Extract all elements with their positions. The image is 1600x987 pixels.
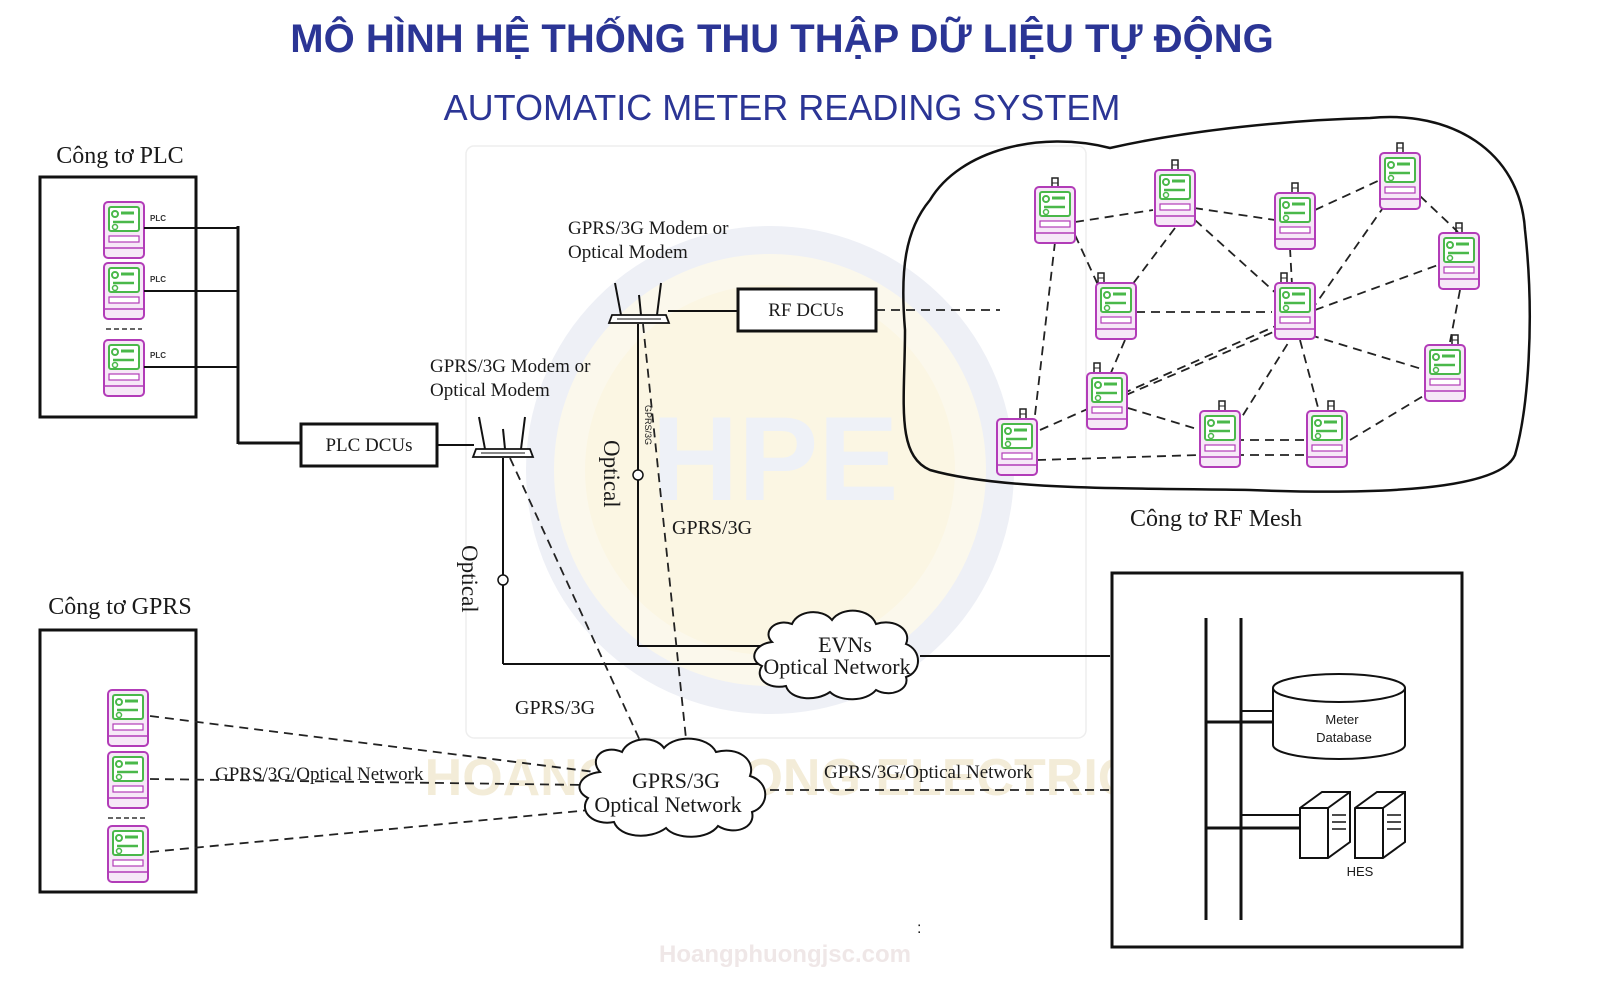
watermark: HPE HOANG PHUONG ELECTRIC Hoangphuongjsc… [425, 145, 1136, 968]
meter-database: Meter Database [1272, 673, 1406, 760]
modem-2-label-line2: Optical Modem [430, 380, 550, 401]
evn-optical-cloud: EVNs Optical Network [753, 609, 919, 701]
rf-meter-icon [1198, 409, 1242, 469]
rf-meter-icon [1033, 185, 1077, 245]
optical-label-2: Optical [599, 440, 624, 508]
footnote-mark: : [917, 920, 921, 937]
antenna-icon [1327, 400, 1335, 412]
rf-meter-icon [1094, 281, 1138, 341]
antenna-icon [1291, 182, 1299, 194]
gprs-link-upper: GPRS/3G GPRS/3G [642, 323, 752, 759]
gprs-meter-icon [106, 824, 150, 884]
net-right-link: GPRS/3G/Optical Network [770, 762, 1110, 791]
gprs-group-label: Công tơ GPRS [48, 594, 191, 620]
rf-dcu-box: RF DCUs [736, 287, 878, 333]
rf-meter-icon [1153, 168, 1197, 228]
gprs-meter-group: Công tơ GPRS [38, 594, 198, 894]
antenna-icon [1093, 362, 1101, 374]
antenna-icon [1451, 334, 1459, 346]
optical-link-2: Optical [599, 324, 762, 647]
antenna-icon [1097, 272, 1105, 284]
plc-group-label: Công tơ PLC [56, 143, 183, 169]
antenna-icon [1280, 272, 1288, 284]
evn-cloud-line1: EVNs [818, 632, 872, 657]
optical-link-1: Optical [457, 458, 762, 665]
plc-meter-icon [102, 261, 146, 321]
rf-meter-icon [1273, 191, 1317, 251]
page-subtitle: AUTOMATIC METER READING SYSTEM [444, 87, 1121, 128]
gprs-cloud-line1: GPRS/3G [632, 768, 720, 793]
gprs-label-1: GPRS/3G [672, 517, 752, 539]
rf-meter-icon [1423, 343, 1467, 403]
net-left-label: GPRS/3G/Optical Network [215, 764, 424, 785]
antenna-icon [1218, 400, 1226, 412]
db-label-line2: Database [1316, 730, 1372, 745]
watermark-company: HOANG PHUONG ELECTRIC [425, 749, 1136, 807]
plc-meter-tag: PLC [150, 214, 166, 223]
plc-meter-icon [102, 338, 146, 398]
plc-meter-tag: PLC [150, 275, 166, 284]
server-center: Meter Database HES [1110, 571, 1464, 949]
rf-meter-icon [995, 417, 1039, 477]
modem-1-label-line2: Optical Modem [568, 242, 688, 263]
gprs-meter-icon [106, 750, 150, 810]
hes-servers: HES [1299, 791, 1406, 879]
antenna-icon [1171, 159, 1179, 171]
rf-meters [995, 142, 1481, 477]
gprs-label-2: GPRS/3G [515, 697, 595, 719]
rf-meter-icon [1273, 281, 1317, 341]
rf-meter-icon [1305, 409, 1349, 469]
modem-2: GPRS/3G Modem or Optical Modem [430, 356, 591, 458]
rf-group-label: Công tơ RF Mesh [1130, 506, 1302, 532]
page-title: MÔ HÌNH HỆ THỐNG THU THẬP DỮ LIỆU TỰ ĐỘN… [290, 15, 1273, 61]
hes-label: HES [1347, 864, 1374, 879]
gprs-link-lower: GPRS/3G [509, 457, 649, 759]
gprs-meter-links: GPRS/3G/Optical Network [149, 715, 596, 853]
plc-meter-tag: PLC [150, 351, 166, 360]
gprs-optical-cloud: GPRS/3G Optical Network [578, 737, 767, 838]
plc-dcu-label: PLC DCUs [325, 435, 412, 456]
gprs-small-label: GPRS/3G [643, 405, 653, 445]
rf-mesh-cloud: Công tơ RF Mesh [902, 115, 1531, 532]
rf-dcu-label: RF DCUs [768, 300, 844, 321]
router-icon [472, 416, 534, 458]
modem-1: GPRS/3G Modem or Optical Modem [568, 218, 729, 324]
rf-meter-icon [1378, 151, 1422, 211]
gprs-meter-icon [106, 688, 150, 748]
evn-cloud-line2: Optical Network [763, 654, 910, 679]
rf-mesh-links [1034, 179, 1471, 461]
modem-2-label-line1: GPRS/3G Modem or [430, 356, 591, 377]
watermark-logo: HPE [652, 392, 899, 526]
watermark-site: Hoangphuongjsc.com [659, 941, 911, 968]
modem-1-label-line1: GPRS/3G Modem or [568, 218, 729, 239]
rf-meter-icon [1437, 231, 1481, 291]
plc-meter-group: Công tơ PLC PLC PLC PLC [38, 143, 302, 445]
rf-meter-icon [1085, 371, 1129, 431]
plc-meter-icon [102, 200, 146, 260]
plc-dcu-box: PLC DCUs [299, 422, 439, 468]
antenna-icon [1019, 408, 1027, 420]
db-label-line1: Meter [1325, 712, 1359, 727]
gprs-cloud-line2: Optical Network [594, 792, 741, 817]
antenna-icon [1396, 142, 1404, 154]
net-right-label: GPRS/3G/Optical Network [824, 762, 1033, 783]
optical-label-1: Optical [457, 545, 482, 613]
